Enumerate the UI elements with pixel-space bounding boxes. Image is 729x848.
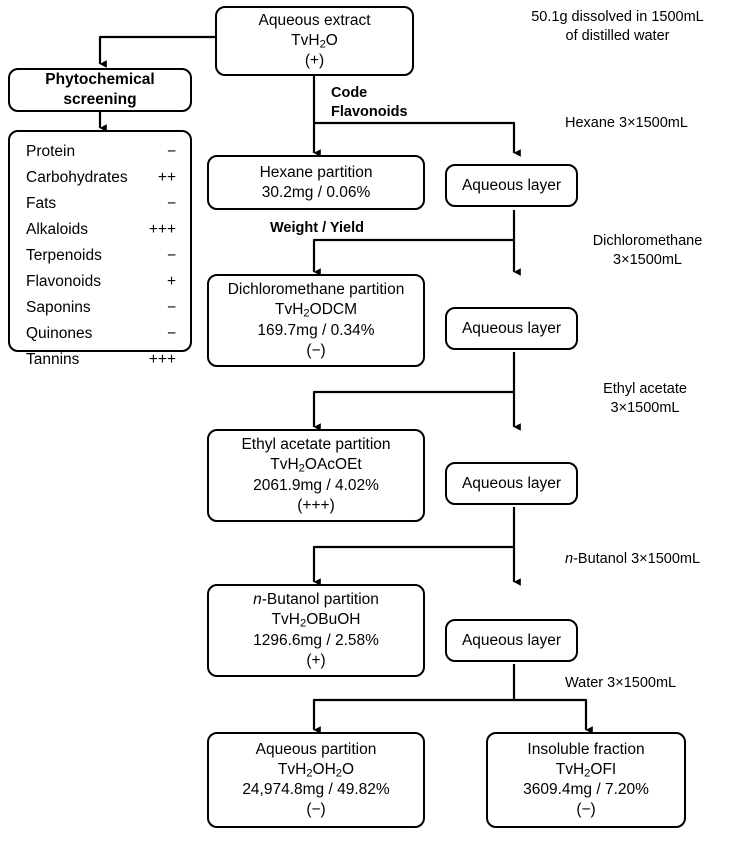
table-row: Quinones − (26, 326, 176, 342)
annotation-water-solvent: Water 3×1500mL (565, 674, 720, 693)
table-row-value: − (166, 325, 176, 342)
table-row: Fats − (26, 196, 176, 212)
node-buoh-partition-line3: 1296.6mg / 2.58% (253, 631, 379, 649)
annotation-buoh-solvent: n-Butanol 3×1500mL (565, 550, 729, 569)
annotation-code-flavonoids: Code Flavonoids (331, 84, 461, 122)
table-row: Protein − (26, 144, 176, 160)
table-row-name: Alkaloids (26, 221, 89, 238)
annotation-etoac-solvent-line1: Ethyl acetate (603, 381, 687, 397)
table-row-name: Fats (26, 195, 57, 212)
annotation-dissolution-line1: 50.1g dissolved in 1500mL (531, 9, 704, 25)
table-row: Saponins − (26, 300, 176, 316)
node-etoac-partition-line3: 2061.9mg / 4.02% (253, 476, 379, 494)
node-aqueous-extract-line1: Aqueous extract (258, 11, 371, 29)
phytochemical-results-table: Protein − Carbohydrates ++ Fats − Alkalo… (8, 130, 192, 367)
annotation-buoh-solvent-line1: n-Butanol 3×1500mL (565, 551, 701, 567)
table-row-name: Carbohydrates (26, 169, 128, 186)
node-aqueous-layer-4[interactable]: Aqueous layer (445, 619, 578, 662)
node-aqueous-layer-4-label: Aqueous layer (461, 631, 562, 649)
annotation-hexane-solvent-line1: Hexane 3×1500mL (565, 115, 688, 131)
table-row: Carbohydrates ++ (26, 170, 176, 186)
node-dcm-partition-line3: 169.7mg / 0.34% (257, 321, 375, 339)
edge-aq1-to-dcm (312, 238, 514, 276)
table-row-name: Protein (26, 143, 76, 160)
table-row: Tannins +++ (26, 352, 176, 368)
node-aqueous-partition[interactable]: Aqueous partition TvH2OH2O 24,974.8mg / … (207, 732, 425, 828)
table-row-name: Terpenoids (26, 247, 102, 264)
annotation-code-label: Code (331, 85, 368, 101)
node-dcm-partition-line4: (−) (306, 341, 326, 359)
node-butanol-partition[interactable]: n-Butanol partition TvH2OBuOH 1296.6mg /… (207, 584, 425, 677)
node-hexane-partition-line2: 30.2mg / 0.06% (261, 183, 371, 201)
table-row-value: +++ (148, 351, 176, 368)
table-row-value: − (166, 143, 176, 160)
edge-extract-to-screening (98, 35, 215, 68)
annotation-etoac-solvent-line2: 3×1500mL (610, 399, 680, 416)
node-insoluble-fraction-line4: (−) (576, 801, 596, 819)
table-row-name: Quinones (26, 325, 93, 342)
table-row-name: Tannins (26, 351, 80, 368)
node-phytochemical-screening-line1: Phytochemical (45, 71, 155, 89)
edge-aq3-to-buoh (312, 545, 514, 586)
node-dcm-partition-line2: TvH2ODCM (275, 301, 357, 320)
node-phytochemical-screening[interactable]: Phytochemical screening (8, 68, 192, 112)
node-etoac-partition-line2: TvH2OAcOEt (270, 456, 362, 475)
node-aqueous-partition-line2: TvH2OH2O (277, 760, 355, 780)
table-row-value: − (166, 299, 176, 316)
node-phytochemical-screening-line2: screening (63, 91, 137, 108)
annotation-hexane-solvent: Hexane 3×1500mL (565, 114, 725, 133)
node-aqueous-partition-line1: Aqueous partition (255, 740, 377, 758)
node-insoluble-fraction[interactable]: Insoluble fraction TvH2OFI 3609.4mg / 7.… (486, 732, 686, 828)
annotation-dcm-solvent: Dichloromethane 3×1500mL (565, 232, 729, 270)
annotation-weight-yield: Weight / Yield (232, 219, 402, 238)
node-ethyl-acetate-partition[interactable]: Ethyl acetate partition TvH2OAcOEt 2061.… (207, 429, 425, 522)
table-row: Alkaloids +++ (26, 222, 176, 238)
annotation-dissolution-line2: of distilled water (565, 27, 670, 44)
annotation-etoac-solvent: Ethyl acetate 3×1500mL (565, 380, 725, 418)
node-aqueous-partition-line4: (−) (306, 801, 326, 819)
node-aqueous-layer-2-label: Aqueous layer (461, 319, 562, 337)
node-aqueous-layer-3[interactable]: Aqueous layer (445, 462, 578, 505)
table-row-value: − (166, 247, 176, 264)
node-buoh-partition-line1: n-Butanol partition (253, 591, 379, 609)
node-aqueous-partition-line3: 24,974.8mg / 49.82% (242, 781, 390, 799)
edge-aq2-to-etoac (312, 390, 514, 431)
table-row-value: + (166, 273, 176, 290)
node-buoh-partition-line2: TvH2OBuOH (271, 611, 361, 630)
edge-extract-to-aq1 (314, 121, 521, 157)
node-insoluble-fraction-line3: 3609.4mg / 7.20% (523, 781, 649, 799)
table-row: Terpenoids − (26, 248, 176, 264)
table-row-name: Flavonoids (26, 273, 101, 290)
node-aqueous-extract-line2: TvH2O (291, 31, 338, 51)
table-row-value: − (166, 195, 176, 212)
annotation-flavonoids-label: Flavonoids (331, 103, 408, 120)
node-aqueous-layer-1-label: Aqueous layer (461, 176, 562, 194)
node-buoh-partition-line4: (+) (306, 651, 326, 669)
node-insoluble-fraction-line2: TvH2OFI (555, 760, 617, 780)
node-aqueous-layer-2[interactable]: Aqueous layer (445, 307, 578, 350)
node-hexane-partition[interactable]: Hexane partition 30.2mg / 0.06% (207, 155, 425, 210)
annotation-dissolution: 50.1g dissolved in 1500mL of distilled w… (510, 8, 725, 46)
node-insoluble-fraction-line1: Insoluble fraction (527, 740, 645, 758)
table-row-value: +++ (148, 221, 176, 238)
annotation-dcm-solvent-line1: Dichloromethane (592, 233, 703, 249)
annotation-weight-yield-label: Weight / Yield (270, 220, 364, 236)
table-row: Flavonoids + (26, 274, 176, 290)
node-aqueous-extract-line3: (+) (304, 52, 325, 70)
edge-aq4-to-insoluble (514, 698, 593, 734)
node-aqueous-layer-1[interactable]: Aqueous layer (445, 164, 578, 207)
node-dichloromethane-partition[interactable]: Dichloromethane partition TvH2ODCM 169.7… (207, 274, 425, 367)
table-row-value: ++ (157, 169, 176, 186)
node-aqueous-layer-3-label: Aqueous layer (461, 474, 562, 492)
edge-aq4-to-aqueous-partition (312, 698, 514, 734)
node-etoac-partition-line1: Ethyl acetate partition (241, 436, 391, 454)
table-row-name: Saponins (26, 299, 91, 316)
annotation-dcm-solvent-line2: 3×1500mL (613, 251, 682, 268)
node-dcm-partition-line1: Dichloromethane partition (227, 281, 405, 299)
node-hexane-partition-line1: Hexane partition (259, 163, 373, 181)
node-aqueous-extract[interactable]: Aqueous extract TvH2O (+) (215, 6, 414, 76)
annotation-water-solvent-line1: Water 3×1500mL (565, 675, 677, 691)
node-etoac-partition-line4: (+++) (297, 496, 335, 514)
